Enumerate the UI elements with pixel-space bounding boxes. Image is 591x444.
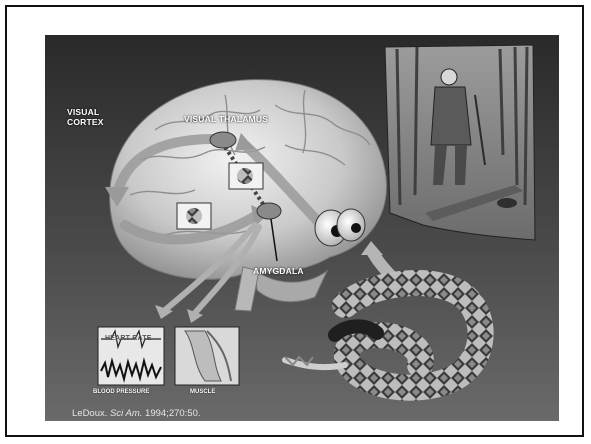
blood-pressure-caption: BLOOD PRESSURE — [93, 389, 149, 395]
muscle-panel — [175, 327, 239, 385]
muscle-caption: MUSCLE — [190, 389, 215, 395]
illustration-artwork — [45, 35, 559, 421]
visual-cortex-label: VISUAL CORTEX — [67, 108, 127, 128]
citation: LeDoux. Sci Am. 1994;270:50. — [72, 408, 201, 419]
forest-hiker-photo — [385, 45, 535, 240]
fear-pathway-illustration: VISUAL CORTEX VISUAL THALAMUS AMYGDALA H… — [45, 35, 559, 421]
visual-thalamus-label: VISUAL THALAMUS — [184, 115, 268, 125]
visual-thalamus-nucleus — [210, 132, 236, 148]
citation-author: LeDoux. — [72, 408, 107, 419]
slide-frame: VISUAL CORTEX VISUAL THALAMUS AMYGDALA H… — [5, 5, 584, 437]
amygdala-label: AMYGDALA — [253, 267, 304, 277]
visual-cortex-label-line2: CORTEX — [67, 118, 127, 128]
citation-details: 1994;270:50. — [145, 408, 200, 419]
heart-rate-label: HEART RATE — [105, 335, 152, 343]
rattlesnake — [285, 283, 481, 388]
amygdala-nucleus — [257, 203, 281, 219]
citation-journal: Sci Am. — [110, 408, 142, 419]
